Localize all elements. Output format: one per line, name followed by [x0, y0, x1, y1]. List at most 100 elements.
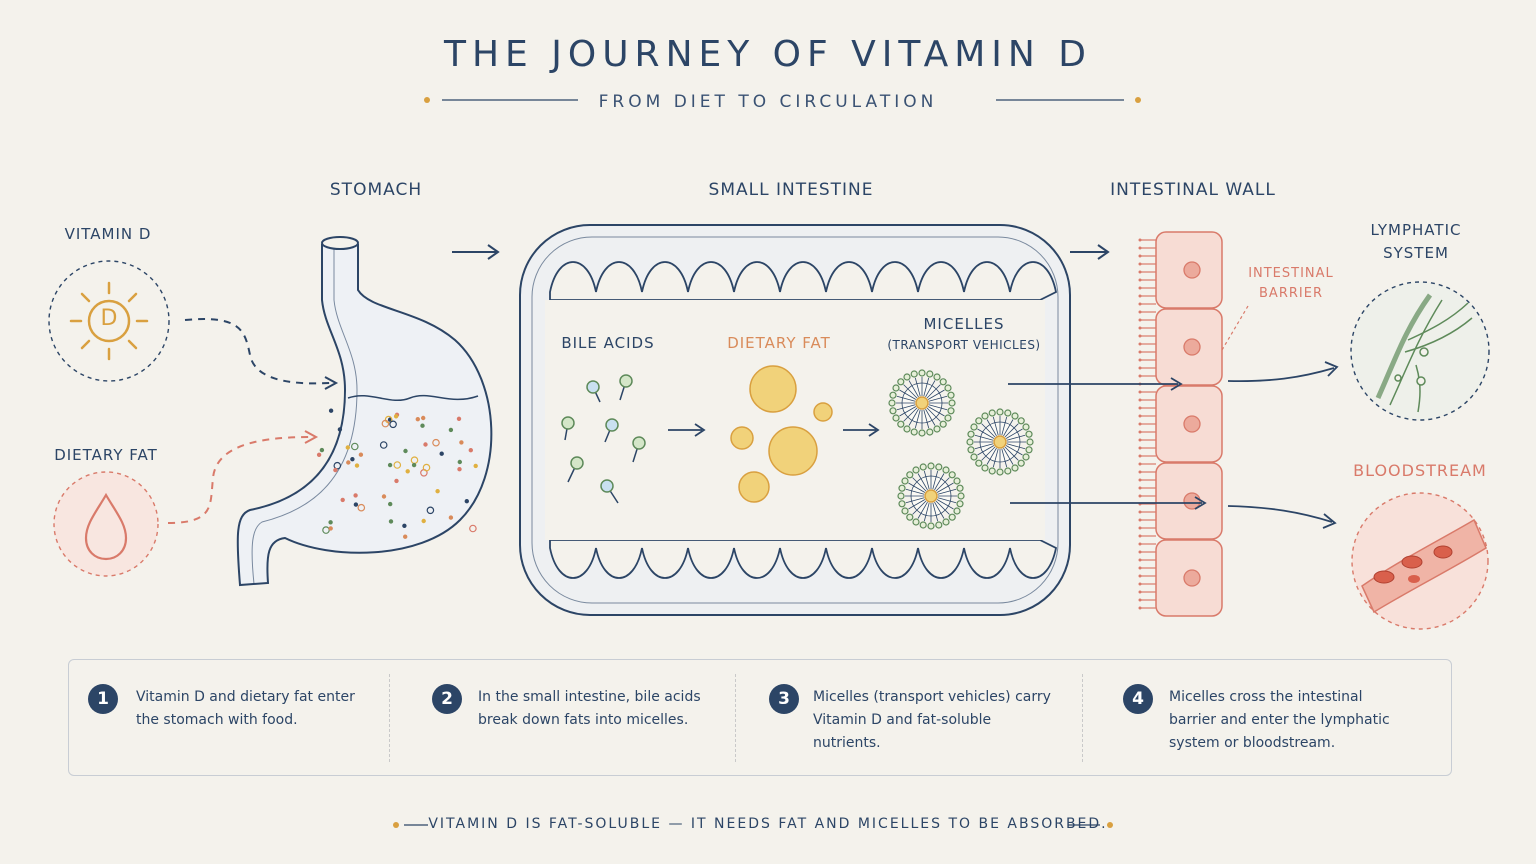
nutrient-particle — [473, 463, 478, 469]
vitamin-d-arrow — [184, 318, 331, 385]
micelle-head — [906, 471, 914, 479]
micelle-tail — [896, 395, 916, 402]
micelle-head — [927, 522, 935, 530]
nutrient-particle — [421, 518, 426, 524]
micelle-head — [918, 369, 926, 377]
nutrient-particle — [333, 461, 342, 470]
lymphatic-vessel-icon — [1350, 281, 1490, 421]
microvillus-tip — [1138, 366, 1142, 370]
nutrient-particle — [448, 515, 454, 520]
nutrient-particle — [381, 494, 387, 499]
micelle-head — [898, 484, 906, 492]
micelle-head — [942, 518, 950, 526]
to-lymphatic-arrow — [1227, 361, 1339, 383]
microvillus-tip — [1138, 390, 1142, 394]
nutrient-particle — [328, 526, 333, 531]
nutrient-particle — [469, 524, 477, 533]
micelle-tail — [974, 443, 994, 450]
micelle-tail — [1001, 416, 1008, 436]
footer-rule-left — [393, 822, 428, 828]
micelle-tail — [899, 406, 917, 417]
micelle-head — [944, 414, 952, 422]
page-subtitle: FROM DIET TO CIRCULATION — [598, 92, 938, 112]
bloodstream-label: BLOODSTREAM — [1353, 461, 1487, 480]
micelle-transport-arrow-upper — [1008, 377, 1183, 391]
micelle-tail — [935, 477, 950, 492]
nutrient-particle — [345, 445, 350, 450]
micelle-head — [948, 513, 956, 521]
micelle-head — [903, 425, 911, 433]
nutrient-particle — [350, 457, 355, 462]
micelle-tail — [908, 499, 926, 510]
micelle-head — [926, 428, 934, 436]
micelle-tail — [923, 470, 930, 490]
nutrient-particle — [319, 447, 325, 453]
nutrient-particle — [337, 427, 343, 432]
microvillus-tip — [1138, 438, 1142, 442]
micelle-tail — [914, 377, 921, 397]
nutrient-particle — [322, 526, 330, 534]
micelle-head — [892, 414, 900, 422]
micelle-head — [944, 384, 952, 392]
micelles-label: MICELLES — [923, 315, 1005, 333]
micelle-head — [1011, 464, 1019, 472]
micelle-tail — [912, 477, 927, 492]
micelle-head — [967, 430, 975, 438]
micelle-tail — [927, 406, 945, 417]
micelle-head — [942, 466, 950, 474]
micelle-head — [1022, 453, 1030, 461]
micelle-head — [988, 467, 996, 475]
micelle-head — [939, 378, 947, 386]
micelle-head — [889, 391, 897, 399]
micelle-tail — [925, 380, 936, 398]
microvillus-tip — [1138, 558, 1142, 562]
nutrient-particle — [403, 448, 408, 454]
step-divider — [735, 674, 736, 762]
nutrient-particle — [394, 478, 399, 484]
micelle-head — [935, 463, 943, 471]
micelle-head — [919, 521, 927, 529]
micelle-tail — [937, 497, 957, 504]
micelle-tail — [908, 408, 919, 426]
micelle-tail — [974, 434, 994, 441]
footer-rule-right — [1068, 822, 1113, 828]
micelle-head — [910, 428, 918, 436]
micelle-tail — [1006, 434, 1026, 441]
micelle-head — [901, 477, 909, 485]
micelle-head — [912, 518, 920, 526]
micelle-head — [947, 391, 955, 399]
barrier-pointer — [1221, 305, 1249, 351]
micelle-head — [926, 370, 934, 378]
stomach-illustration — [236, 236, 493, 587]
microvillus-tip — [1138, 446, 1142, 450]
micelle-tail — [981, 446, 996, 461]
micelle-tail — [905, 488, 925, 495]
stomach-contents — [316, 408, 478, 539]
micelle-tail — [981, 423, 996, 438]
micelle-tail — [925, 408, 936, 426]
step-number: 4 — [1123, 684, 1153, 714]
micelle-tail — [986, 419, 997, 437]
microvillus-tip — [1138, 334, 1142, 338]
micelle-head — [970, 423, 978, 431]
micelle-tail — [1003, 447, 1014, 465]
micelle-head — [996, 408, 1004, 416]
step-text: Micelles cross the intestinal barrier an… — [1169, 689, 1390, 751]
nutrient-particle — [357, 503, 366, 512]
micelle-tail — [917, 501, 928, 519]
micelle-head — [981, 464, 989, 472]
micelle-head — [947, 407, 955, 415]
micelle-head — [956, 484, 964, 492]
microvillus-tip — [1138, 262, 1142, 266]
micelle-head — [892, 384, 900, 392]
micelle-head — [906, 513, 914, 521]
micelle-head — [901, 507, 909, 515]
footer-note: VITAMIN D IS FAT-SOLUBLE — IT NEEDS FAT … — [428, 816, 1108, 832]
micelle-tail — [905, 497, 925, 504]
microvillus-tip — [1138, 238, 1142, 242]
micelle-tail — [923, 409, 930, 429]
micelle-tail — [1005, 428, 1023, 439]
intestinal-wall-cells — [1138, 231, 1223, 617]
micelle-tail — [934, 501, 945, 519]
micelle-tail — [1001, 448, 1008, 468]
